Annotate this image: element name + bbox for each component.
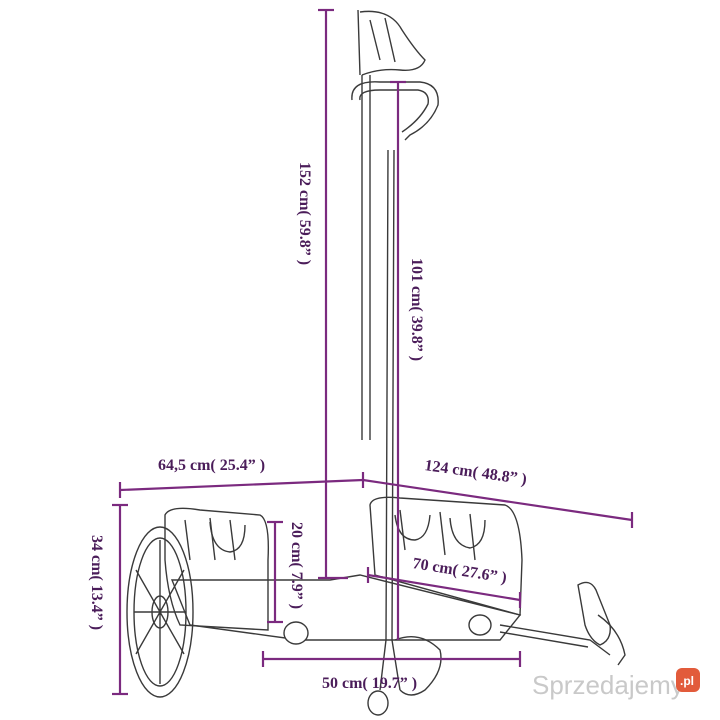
watermark: Sprzedajemy .pl xyxy=(532,668,700,700)
handle-post xyxy=(385,149,395,641)
total-length-line xyxy=(362,478,633,522)
handle-bar xyxy=(351,81,439,141)
caster-wheel-front xyxy=(283,621,309,645)
hitch-coupler xyxy=(577,581,611,646)
flag xyxy=(357,9,426,76)
watermark-badge-icon xyxy=(676,668,700,692)
wheel-height-label: 34 cm( 13.4” ) xyxy=(88,535,105,630)
watermark-badge-text: .pl xyxy=(680,674,694,688)
total-length-label: 124 cm( 48.8” ) xyxy=(423,457,527,488)
trailer-side-frame xyxy=(164,507,270,631)
bed-width-label: 50 cm( 19.7” ) xyxy=(322,675,417,692)
total-height-label: 152 cm( 59.8” ) xyxy=(296,162,313,265)
bike-trailer-illustration xyxy=(126,9,626,716)
trailer-bed xyxy=(170,574,522,641)
flag-pole xyxy=(361,75,371,440)
trailer-back-frame xyxy=(369,496,523,616)
bed-length-label: 70 cm( 27.6” ) xyxy=(411,555,508,587)
bed-height-label: 20 cm( 7.9” ) xyxy=(288,522,305,609)
handle-height-label: 101 cm( 39.8” ) xyxy=(408,258,425,361)
tow-arm xyxy=(499,624,611,656)
bed-length-line xyxy=(367,573,521,602)
width-line xyxy=(119,478,364,492)
caster-wheel-back xyxy=(468,614,492,636)
dimension-lines xyxy=(112,8,634,696)
width-label: 64,5 cm( 25.4” ) xyxy=(158,457,265,474)
left-wheel xyxy=(126,526,194,698)
stand-wheel xyxy=(367,690,389,716)
watermark-text: Sprzedajemy xyxy=(532,670,684,700)
